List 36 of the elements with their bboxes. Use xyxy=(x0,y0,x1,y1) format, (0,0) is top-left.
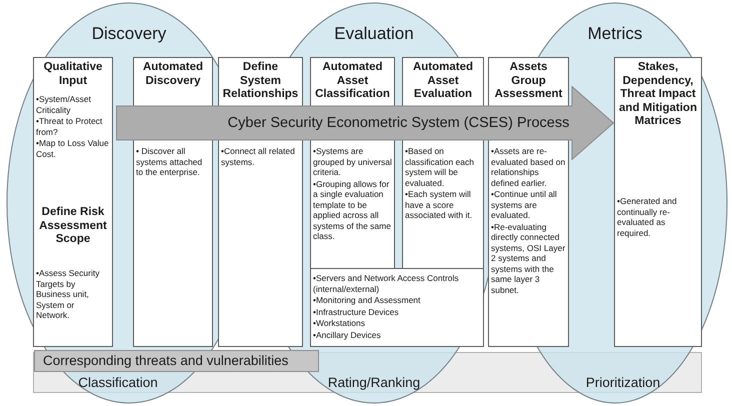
bullet-text: •Ancillary Devices xyxy=(313,330,382,340)
bullet-text: •Map to Loss Value Cost. xyxy=(36,138,110,159)
bullet-text: •Based on classification each system will be evaluated. xyxy=(405,146,475,188)
step-heading: Automated Asset Evaluation xyxy=(412,61,474,102)
bullet-text: •Infrastructure Devices xyxy=(313,306,400,317)
step-heading: Automated Asset Classification xyxy=(314,61,391,102)
bullet-text: •Workstations xyxy=(313,318,366,328)
step-heading: Define Risk Assessment Scope xyxy=(38,206,108,246)
bullet-text: •Continue until all systems are evaluated. xyxy=(491,189,558,220)
phase-title: Evaluation xyxy=(334,24,414,44)
step-heading: Qualitative Input xyxy=(42,61,104,88)
step-heading: Assets Group Assessment xyxy=(494,61,564,102)
phase-label: Rating/Ranking xyxy=(328,375,420,391)
bullet-text: •Assets are re-evaluated based on relationships defined earlier. xyxy=(491,146,566,188)
bullet-text: •Each system will have a score associated with it. xyxy=(405,189,474,220)
bullet-text: •Systems are grouped by universal criteria. xyxy=(313,146,392,178)
bullet-text: •Threat to Protect from? xyxy=(36,116,104,137)
banner-text: Corresponding threats and vulnerabilities xyxy=(43,352,288,370)
step-heading: Stakes, Dependency, Threat Impact and Mitigation Matrices xyxy=(618,61,698,128)
phase-title: Discovery xyxy=(92,24,166,44)
phase-label: Classification xyxy=(78,375,158,391)
bullet-text: • Discover all systems attached to the enterprise. xyxy=(136,146,204,178)
phase-label: Prioritization xyxy=(586,375,660,391)
bullet-text: •Re-evaluating directly connected systems, OSI Layer 2 systems and systems with the same layer 3 subnet. xyxy=(491,222,566,295)
phase-title: Metrics xyxy=(588,24,642,44)
banner-label: Cyber Security Econometric System (CSES) Process xyxy=(228,114,570,132)
bullet-text: •System/Asset Criticality xyxy=(36,94,92,115)
bullet-text: •Connect all related systems. xyxy=(221,146,296,167)
bullet-text: •Servers and Network Access Controls (internal/external) xyxy=(313,273,460,294)
bullet-text: •Monitoring and Assessment xyxy=(313,295,422,306)
step-heading: Define System Relationships xyxy=(222,61,300,102)
bullet-text: •Assess Security Targets by Business unit, System or Network. xyxy=(36,268,100,320)
step-heading: Automated Discovery xyxy=(142,61,204,88)
bullet-text: •Generated and continually re-evaluated as required. xyxy=(617,196,678,238)
threats-banner xyxy=(34,350,319,372)
bullet-text: •Grouping allows for a single evaluation template to be applied across all systems of the same class. xyxy=(313,178,392,242)
